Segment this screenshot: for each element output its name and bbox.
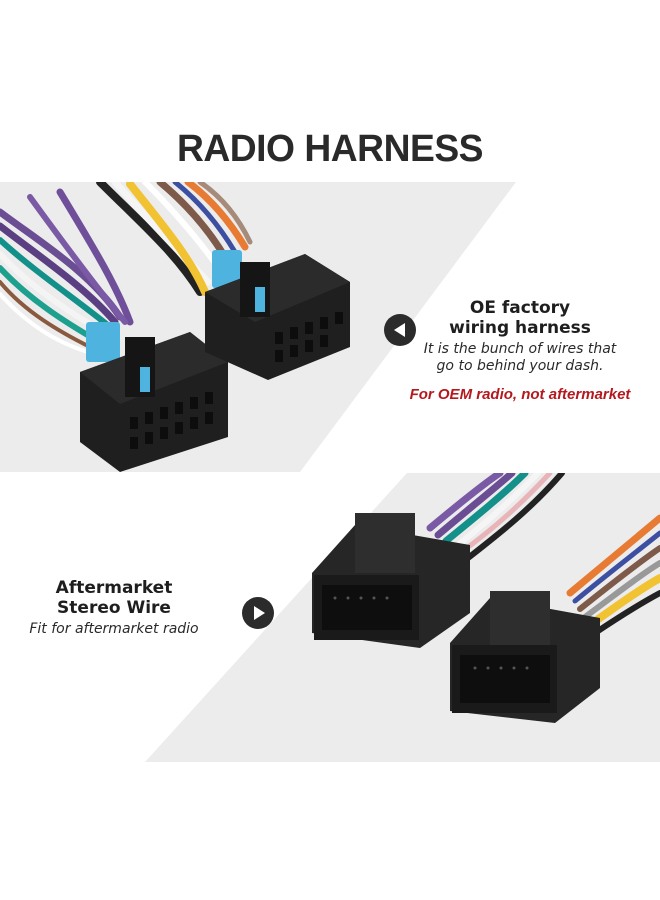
oe-desc-line1: It is the bunch of wires that bbox=[423, 341, 617, 357]
oe-heading-line2: wiring harness bbox=[449, 318, 591, 338]
page-title: RADIO HARNESS bbox=[176, 128, 484, 170]
aftermarket-desc: Fit for aftermarket radio bbox=[29, 621, 199, 637]
aftermarket-heading-line1: Aftermarket bbox=[55, 578, 173, 598]
arrow-left-circle-icon bbox=[384, 314, 416, 346]
oem-note: For OEM radio, not aftermarket bbox=[409, 386, 631, 403]
oe-heading-line1: OE factory bbox=[469, 298, 571, 318]
arrow-right-circle-icon bbox=[242, 597, 274, 629]
oe-harness-photo bbox=[0, 182, 350, 472]
oe-harness-description: OE factory wiring harness It is the bunc… bbox=[390, 298, 650, 403]
aftermarket-heading-line2: Stereo Wire bbox=[57, 598, 171, 618]
aftermarket-harness-photo bbox=[312, 473, 660, 723]
aftermarket-description: Aftermarket Stereo Wire Fit for aftermar… bbox=[0, 578, 228, 638]
oe-desc-line2: go to behind your dash. bbox=[436, 358, 604, 374]
